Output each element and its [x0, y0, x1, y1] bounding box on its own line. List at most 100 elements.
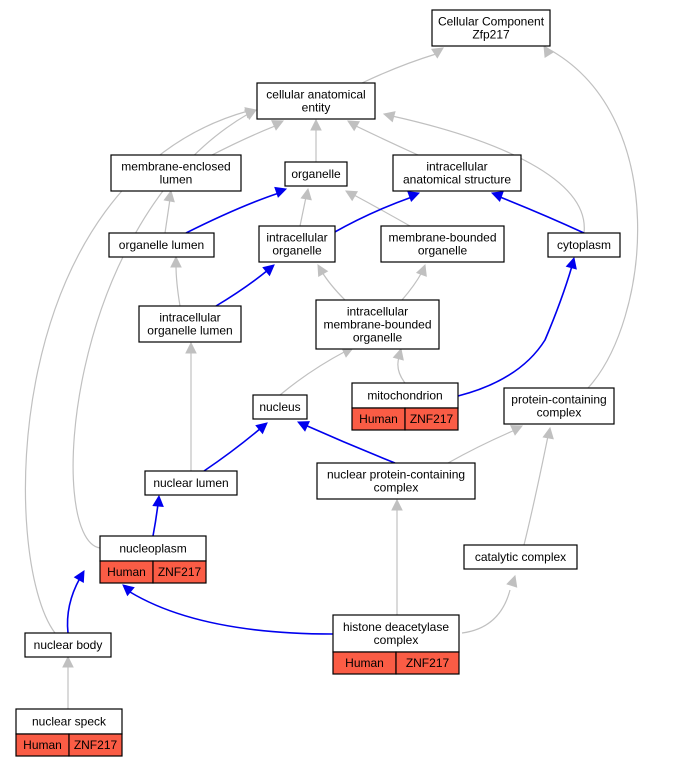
arrowhead: [122, 584, 135, 597]
annotation-organism: Human: [23, 738, 62, 752]
node-label-line: mitochondrion: [367, 389, 442, 403]
edge-line: [129, 591, 334, 635]
edge-line: [397, 356, 406, 384]
arrowhead: [296, 421, 310, 432]
edge-line: [551, 50, 639, 389]
node-nuclear-body[interactable]: nuclear body: [24, 632, 112, 658]
edge-nuclear-lumen-to-nucleus: [203, 422, 268, 472]
edge-nuclear-protein-containing-complex-to-protein-containing-complex: [447, 425, 524, 464]
annotation-organism: Human: [359, 412, 398, 426]
node-label-line: nucleoplasm: [119, 542, 186, 556]
annotation-gene-cell: [404, 407, 459, 431]
node-catalytic-complex[interactable]: catalytic complex: [463, 544, 578, 570]
arrowhead: [392, 347, 404, 361]
node-label-line: cellular anatomical: [266, 88, 365, 102]
edge-intracellular-organelle-lumen-to-intracellular-organelle: [215, 264, 275, 307]
arrowhead: [255, 422, 268, 435]
edge-line: [353, 194, 411, 227]
edge-nuclear-protein-containing-complex-to-nucleus: [296, 421, 396, 464]
arrowhead: [274, 186, 288, 198]
node-box: [315, 299, 440, 350]
node-box: [15, 708, 123, 735]
node-label-line: nuclear protein-containing: [327, 468, 465, 482]
node-label-line: intracellular: [159, 311, 220, 325]
node-box: [108, 232, 215, 258]
edge-nucleus-to-intracellular-membrane-bounded-organelle: [279, 347, 355, 396]
node-label-line: protein-containing: [511, 393, 606, 407]
node-label-line: membrane-bounded: [323, 318, 431, 332]
node-organelle[interactable]: organelle: [284, 161, 348, 187]
node-label-line: complex: [374, 633, 419, 647]
edge-line: [523, 435, 549, 546]
node-cytoplasm[interactable]: cytoplasm: [547, 232, 621, 258]
edge-line: [299, 196, 307, 227]
node-organelle-lumen[interactable]: organelle lumen: [108, 232, 215, 258]
annotation-organism: Human: [107, 565, 146, 579]
node-box: [380, 225, 505, 263]
edge-mitochondrion-to-intracellular-membrane-bounded-organelle: [392, 347, 406, 384]
arrowhead: [543, 45, 555, 58]
edge-line: [361, 53, 437, 84]
annotation-gene: ZNF217: [406, 656, 450, 670]
node-label-line: cytoplasm: [557, 238, 611, 252]
node-label-line: organelle: [418, 244, 468, 258]
annotation-gene: ZNF217: [74, 738, 118, 752]
arrowhead: [347, 120, 360, 132]
node-box: [547, 232, 621, 258]
edge-nucleoplasm-to-nuclear-lumen: [152, 494, 164, 537]
edge-line: [279, 350, 347, 396]
edge-histone-deacetylase-complex-to-nuclear-protein-containing-complex: [391, 498, 403, 615]
node-box: [351, 382, 459, 409]
node-label-line: organelle: [353, 331, 403, 345]
node-label-line: intracellular: [266, 231, 327, 245]
arrowhead: [382, 111, 396, 123]
node-box: [503, 387, 615, 425]
node-box: [431, 9, 551, 47]
annotation-gene: ZNF217: [410, 412, 454, 426]
node-label-line: Cellular Component: [438, 15, 545, 29]
edge-line: [215, 269, 269, 307]
edge-line: [175, 264, 181, 307]
edge-line: [185, 192, 280, 234]
arrowhead: [73, 570, 85, 583]
edge-intracellular-organelle-to-intracellular-anatomical-structure: [332, 191, 421, 234]
edge-cytoplasm-to-intracellular-anatomical-structure: [490, 191, 585, 234]
node-box: [144, 470, 238, 496]
edge-cytoplasm-to-cellular-anatomical-entity: [382, 111, 585, 234]
node-nucleus[interactable]: nucleus: [252, 394, 308, 420]
annotation-gene-cell: [395, 651, 460, 675]
edge-line: [401, 271, 423, 301]
node-box: [284, 161, 348, 187]
edge-protein-containing-complex-to-cellular-component: [543, 45, 639, 389]
edge-membrane-enclosed-lumen-to-cellular-anatomical-entity: [211, 120, 285, 156]
edge-line: [321, 271, 346, 301]
node-label-line: organelle lumen: [119, 238, 204, 252]
node-label-line: membrane-enclosed: [121, 160, 230, 174]
annotation-gene-cell: [152, 560, 207, 584]
node-box: [332, 614, 460, 653]
arrowhead: [163, 189, 175, 203]
edge-line: [152, 503, 159, 537]
node-box: [392, 154, 522, 192]
edge-organelle-to-cellular-anatomical-entity: [310, 118, 322, 162]
annotation-gene: ZNF217: [158, 565, 202, 579]
node-label-line: organelle: [272, 244, 322, 258]
arrowhead: [431, 47, 444, 59]
arrowhead: [310, 118, 322, 131]
node-nuclear-lumen[interactable]: nuclear lumen: [144, 470, 238, 496]
edge-organelle-lumen-to-organelle: [185, 186, 288, 234]
